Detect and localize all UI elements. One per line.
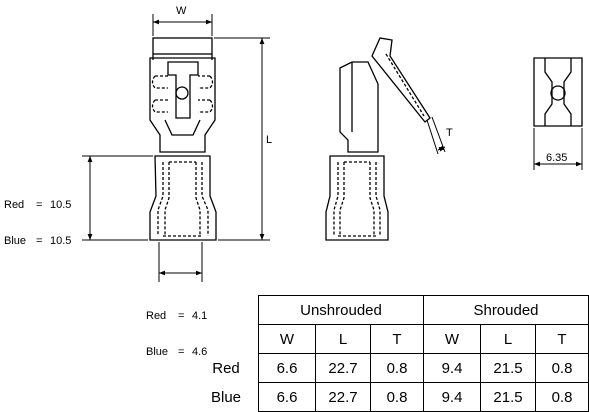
side-view — [325, 37, 431, 241]
t-dimension — [426, 116, 446, 155]
table-cell: 6.6 — [258, 382, 316, 412]
equals-sign: = — [36, 199, 43, 211]
bottom-dim-color: Red — [146, 310, 167, 322]
w-label: W — [176, 5, 187, 17]
w-dimension — [152, 14, 213, 36]
left-dim-color: Blue — [4, 235, 27, 247]
left-dim-value: 10.5 — [50, 235, 72, 247]
row-label: Red — [212, 359, 240, 377]
bottom-dim-legend: Red = 4.1 Blue = 4.6 — [146, 286, 207, 370]
table-row: Red 6.6 22.7 0.8 9.4 21.5 0.8 — [194, 353, 589, 383]
equals-sign: = — [178, 346, 185, 358]
bottom-dim-value: 4.1 — [192, 310, 208, 322]
sleeve-length-dimension — [82, 155, 153, 241]
bottom-dim-row-blue: Blue = 4.6 — [146, 346, 207, 358]
column-header: L — [480, 324, 536, 354]
left-dim-row-red: Red = 10.5 — [4, 199, 71, 211]
end-view — [533, 57, 583, 127]
bottom-dim-color: Blue — [146, 346, 169, 358]
table-cell: 9.4 — [423, 353, 481, 383]
l-dimension — [214, 37, 270, 241]
left-dim-legend: Red = 10.5 Blue = 10.5 — [4, 175, 71, 259]
l-label: L — [266, 134, 272, 146]
front-view — [149, 37, 217, 241]
table-cell: 6.6 — [258, 353, 316, 383]
table-cell: 21.5 — [480, 382, 536, 412]
table-cell: 22.7 — [315, 382, 371, 412]
table-group-row: Unshrouded Shrouded — [194, 295, 589, 325]
table-column-row: W L T W L T — [194, 324, 589, 354]
table-row: Blue 6.6 22.7 0.8 9.4 21.5 0.8 — [194, 382, 589, 412]
group-header-unshrouded: Unshrouded — [258, 295, 424, 325]
column-header: W — [423, 324, 481, 354]
table-cell: 0.8 — [370, 353, 424, 383]
column-header: W — [258, 324, 316, 354]
row-label: Blue — [210, 388, 242, 406]
column-header: T — [370, 324, 424, 354]
connector-drawing: W L T — [82, 5, 583, 282]
column-header: L — [315, 324, 371, 354]
table-corner — [194, 296, 259, 325]
t-label: T — [446, 127, 453, 139]
table-cell: 21.5 — [480, 353, 536, 383]
width-right-label: 6.35 — [546, 152, 567, 164]
bottom-dim-row-red: Red = 4.1 — [146, 310, 207, 322]
equals-sign: = — [36, 235, 43, 247]
left-dim-value: 10.5 — [50, 199, 72, 211]
bottom-dim-value: 4.6 — [192, 346, 208, 358]
left-dim-color: Red — [4, 199, 25, 211]
group-header-shrouded: Shrouded — [423, 295, 589, 325]
equals-sign: = — [178, 310, 185, 322]
table-corner — [194, 325, 259, 354]
table-cell: 0.8 — [535, 353, 589, 383]
table-cell: 0.8 — [370, 382, 424, 412]
table-cell: 9.4 — [423, 382, 481, 412]
column-header: T — [535, 324, 589, 354]
table-cell: 22.7 — [315, 353, 371, 383]
barrel-width-dimension — [158, 242, 203, 282]
dimensions-table: Unshrouded Shrouded W L T W L T Red 6.6 … — [194, 295, 589, 412]
table-cell: 0.8 — [535, 382, 589, 412]
end-width-dimension — [533, 128, 583, 170]
left-dim-row-blue: Blue = 10.5 — [4, 235, 71, 247]
